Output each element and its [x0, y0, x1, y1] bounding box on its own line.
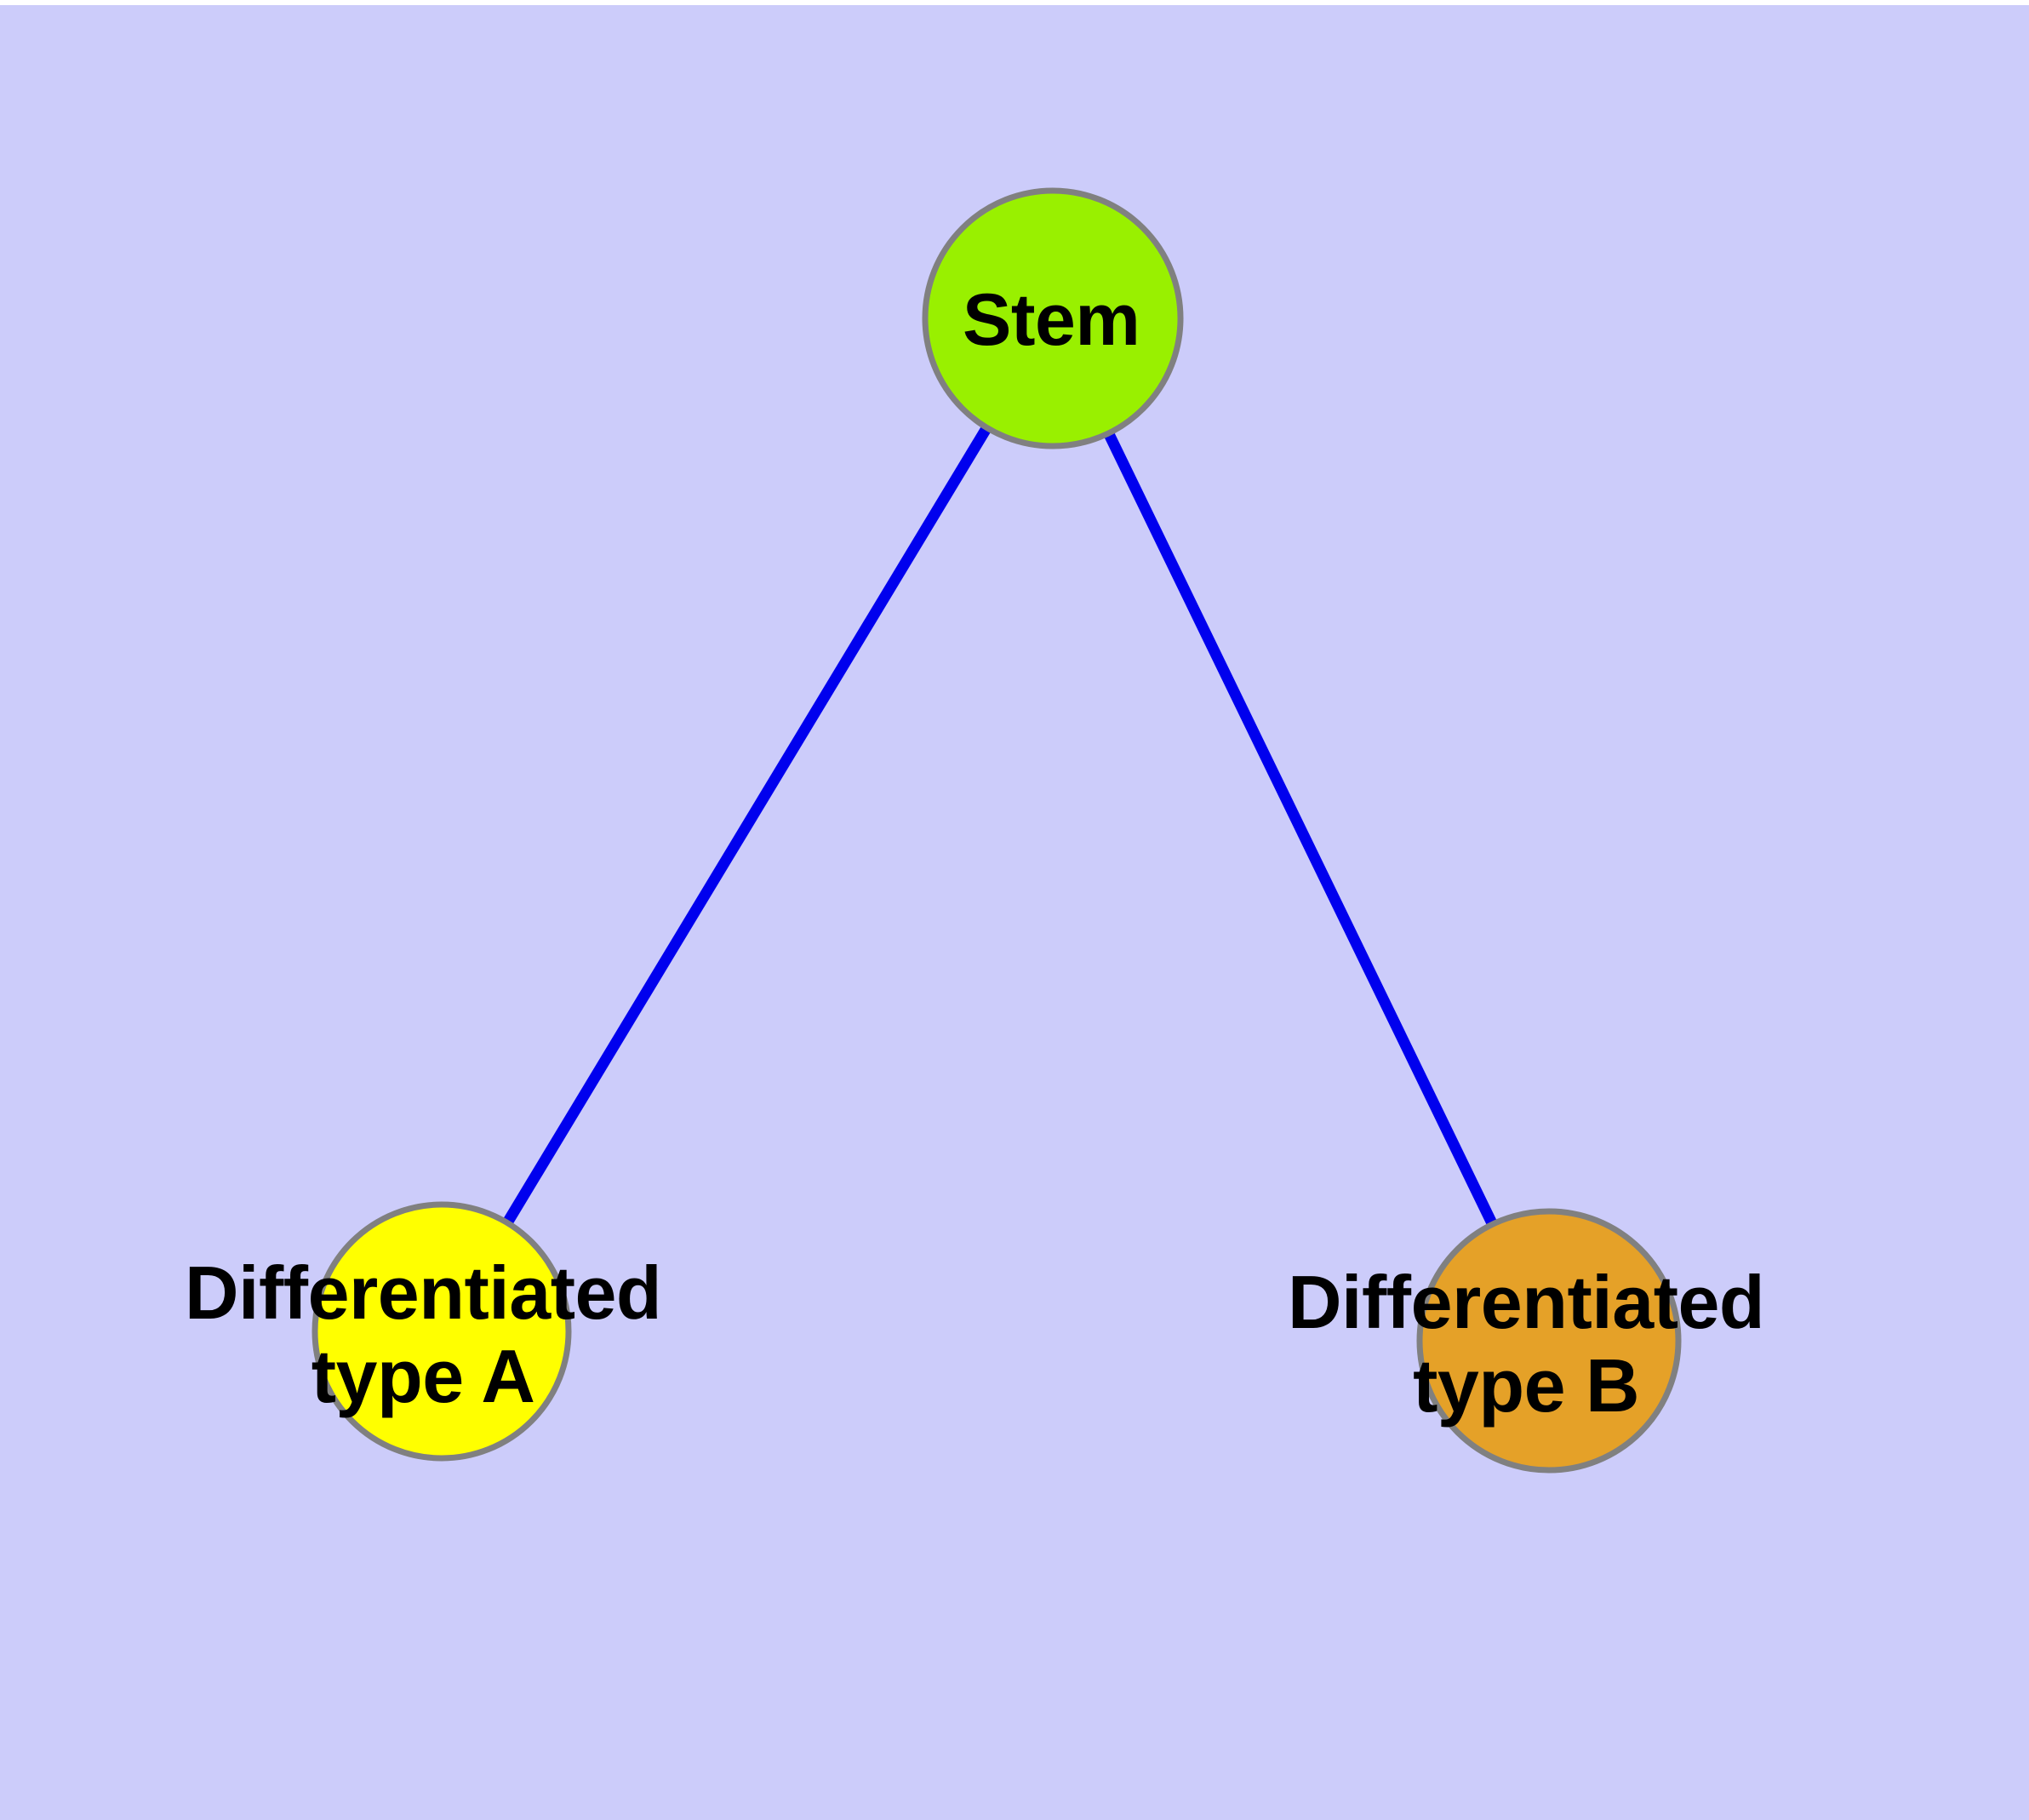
node-stem[interactable]	[922, 187, 1184, 449]
edge-layer	[503, 426, 1497, 1226]
edge-stem-to-differentiated-type-a[interactable]	[503, 426, 992, 1225]
node-differentiated-type-a[interactable]	[311, 1201, 572, 1462]
node-differentiated-type-b[interactable]	[1416, 1208, 1682, 1474]
edge-stem-to-differentiated-type-b[interactable]	[1104, 432, 1497, 1226]
node-layer	[311, 187, 1682, 1474]
